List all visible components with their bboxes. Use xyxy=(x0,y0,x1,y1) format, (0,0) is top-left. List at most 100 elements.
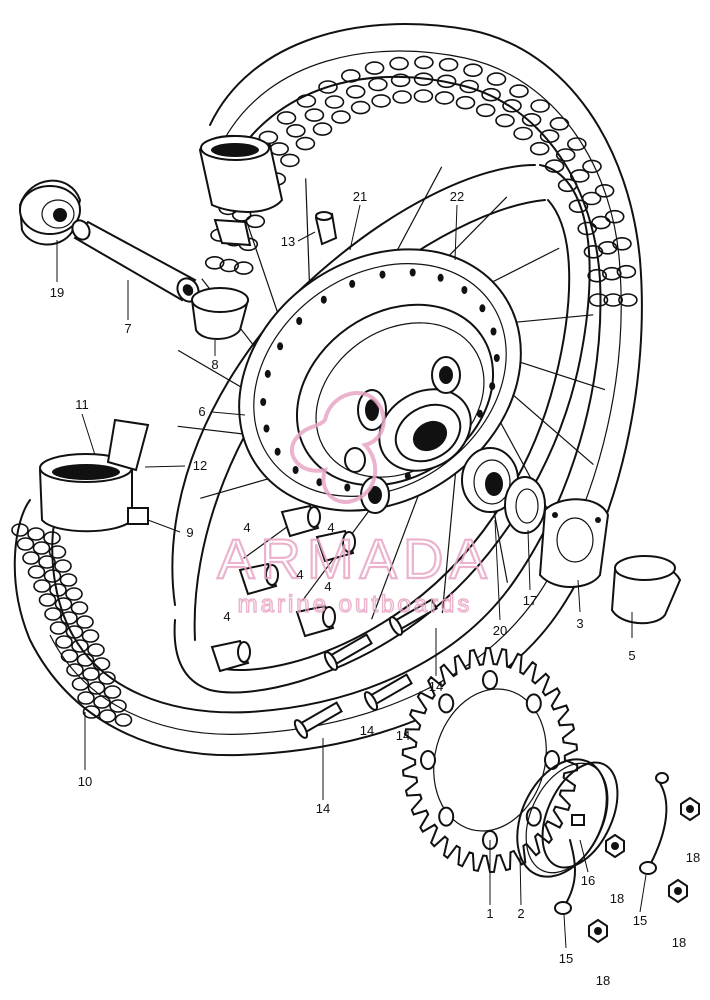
hub-hole xyxy=(490,327,497,336)
lock-plate-2 xyxy=(516,758,609,878)
tread-cell xyxy=(204,255,225,270)
hub-center xyxy=(344,356,472,514)
valve-cap-13 xyxy=(314,211,338,246)
sprocket-hole xyxy=(438,693,455,714)
hub-hole xyxy=(437,273,444,282)
tread-cell xyxy=(92,657,111,671)
hub-hole xyxy=(479,304,486,313)
callout-18b: 18 xyxy=(610,891,624,906)
watermark-tagline: marine outboards xyxy=(238,591,473,618)
tread-cell xyxy=(16,537,35,551)
tread-cell xyxy=(11,523,29,537)
tread-cell xyxy=(77,691,95,705)
tread-cell xyxy=(604,209,625,224)
tread-cell xyxy=(114,713,133,727)
tread-cell xyxy=(340,69,361,83)
tread-cell xyxy=(65,587,83,601)
callout-15a: 15 xyxy=(559,951,573,966)
tread-cell xyxy=(612,237,632,251)
tread-cell xyxy=(591,215,611,230)
stud-head xyxy=(363,691,379,711)
hub-hole xyxy=(349,279,356,288)
tread-cell xyxy=(219,258,239,273)
damper-rubbers xyxy=(210,504,356,673)
tread-cell xyxy=(539,129,560,143)
tread-cell xyxy=(38,593,57,607)
tread-cell xyxy=(98,709,117,723)
tread-cell xyxy=(481,87,501,102)
tread-cell xyxy=(38,555,56,569)
callout-12: 12 xyxy=(193,458,207,473)
callout-1: 1 xyxy=(486,906,493,921)
tread-cell xyxy=(48,545,67,559)
tread-cell xyxy=(463,63,483,77)
tread-cell xyxy=(392,90,412,104)
callout-4c: 4 xyxy=(296,567,303,582)
tread-cell xyxy=(318,80,338,94)
tread-cell xyxy=(296,94,317,108)
tread-cell xyxy=(530,99,550,113)
callout-17: 17 xyxy=(523,593,537,608)
tread-cell xyxy=(27,565,46,579)
tread-cell xyxy=(304,108,325,122)
tread-cell xyxy=(81,629,100,643)
tread-cell xyxy=(618,293,638,307)
tread-cell xyxy=(390,73,411,88)
tread-cell xyxy=(434,91,455,105)
stud-head xyxy=(323,651,339,671)
callout-11: 11 xyxy=(75,397,89,412)
sprocket-hole xyxy=(544,750,560,770)
tread-cell xyxy=(286,124,306,138)
damper-end xyxy=(342,531,356,553)
nut-bore xyxy=(611,842,619,850)
tread-cell xyxy=(82,667,100,681)
tube-end-bottom xyxy=(38,418,150,533)
tire-tread-left xyxy=(11,523,133,727)
tread-cell xyxy=(55,635,73,649)
tread-cell xyxy=(350,100,371,115)
tread-cell xyxy=(269,142,290,156)
watermark-logo-icon xyxy=(289,390,386,504)
spoke xyxy=(371,480,425,620)
tread-cell xyxy=(70,601,89,615)
hub-hole xyxy=(274,447,281,456)
callout-5: 5 xyxy=(628,648,635,663)
hub-hole xyxy=(264,369,271,378)
tread-cell xyxy=(324,95,345,109)
hub-hole xyxy=(296,317,303,325)
spoke xyxy=(441,465,457,614)
tread-cell xyxy=(368,77,388,92)
tread-cell xyxy=(594,184,615,198)
tread-cell xyxy=(597,241,618,255)
tab-washer-15a xyxy=(554,839,576,915)
tread-cell xyxy=(587,268,608,283)
leader-lines xyxy=(56,204,647,949)
tread-cell xyxy=(529,141,550,156)
callout-18d: 18 xyxy=(596,973,610,988)
tread-cell xyxy=(459,79,480,94)
hub-hole xyxy=(476,409,483,418)
tread-cell xyxy=(93,695,111,709)
watermark: ARMADA marine outboards xyxy=(216,390,488,619)
tread-cell xyxy=(60,611,78,625)
hub-hole xyxy=(316,478,323,487)
stud-head xyxy=(388,616,404,636)
nut-bore xyxy=(686,805,694,813)
hub-hole xyxy=(260,398,267,406)
distance-collar-7 xyxy=(71,219,200,303)
tread-cell xyxy=(582,159,602,174)
hub-hole xyxy=(277,342,284,351)
tread-cell xyxy=(245,214,266,229)
part-callouts: 1 2 3 4 4 4 4 4 5 6 7 8 9 10 11 12 13 14… xyxy=(50,189,700,988)
stud-head xyxy=(293,719,309,739)
tread-cell xyxy=(569,169,590,183)
tread-cell xyxy=(414,55,434,70)
tread-cell xyxy=(566,137,587,151)
tread-cell xyxy=(82,705,101,719)
tread-cell xyxy=(486,72,507,86)
tread-cell xyxy=(103,685,122,699)
tread-cell xyxy=(65,625,84,639)
hub-hole xyxy=(320,295,327,304)
tread-cell xyxy=(276,111,297,125)
callout-4d: 4 xyxy=(324,579,331,594)
